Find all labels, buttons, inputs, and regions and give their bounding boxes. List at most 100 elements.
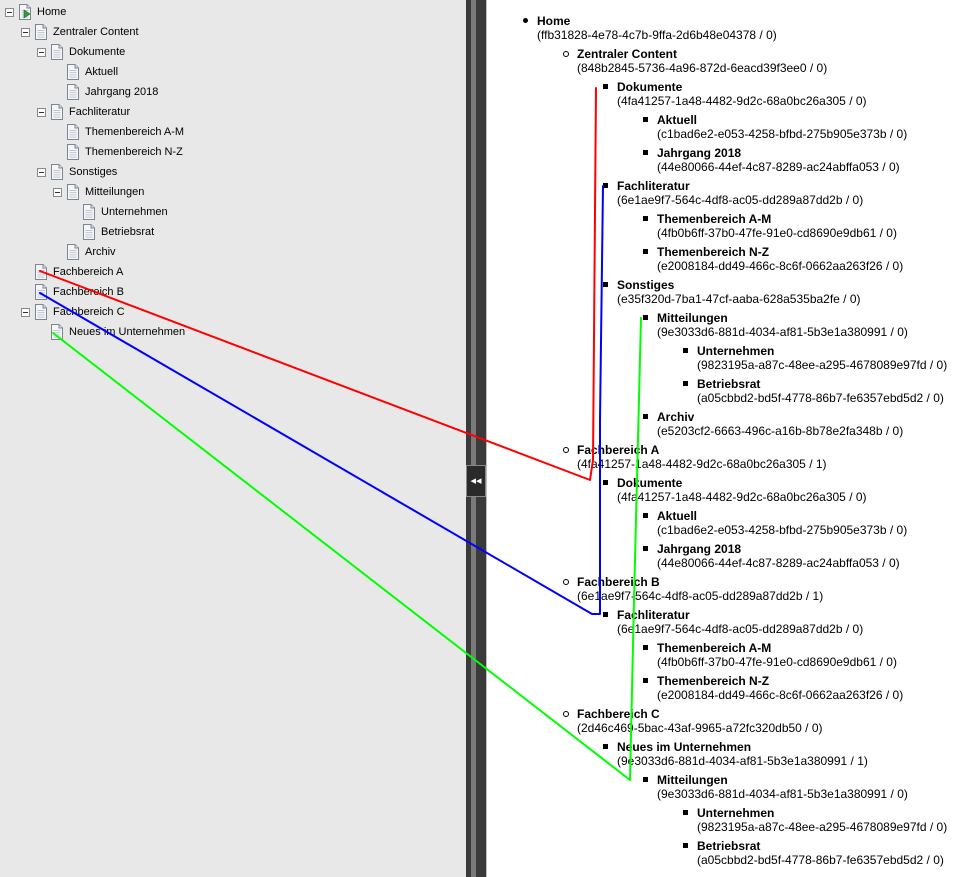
- tree-node-label[interactable]: Zentraler Content: [53, 26, 139, 38]
- page-icon: [51, 324, 63, 340]
- tree-node[interactable]: Home: [0, 2, 460, 22]
- list-bullet: [643, 678, 648, 683]
- list-item-title: Themenbereich N-Z: [657, 674, 770, 688]
- tree-node[interactable]: Unternehmen: [0, 202, 460, 222]
- tree-node-label[interactable]: Unternehmen: [101, 206, 168, 218]
- list-item-id: (44e80066-44ef-4c87-8289-ac24abffa053 / …: [657, 556, 900, 570]
- list-item-id: (a05cbbd2-bd5f-4778-86b7-fe6357ebd5d2 / …: [697, 853, 944, 867]
- list-item-title: Dokumente: [617, 80, 683, 94]
- tree-node[interactable]: Betriebsrat: [0, 222, 460, 242]
- page-icon: [35, 284, 47, 300]
- collapse-toggle-icon[interactable]: [37, 108, 46, 117]
- tree-node-label[interactable]: Home: [37, 6, 67, 18]
- collapse-toggle-icon[interactable]: [37, 168, 46, 177]
- list-bullet: [603, 84, 608, 89]
- tree-node[interactable]: Mitteilungen: [0, 182, 460, 202]
- tree-node[interactable]: Dokumente: [0, 42, 460, 62]
- list-bullet: [603, 282, 608, 287]
- page-icon: [51, 104, 63, 120]
- list-item-id: (a05cbbd2-bd5f-4778-86b7-fe6357ebd5d2 / …: [697, 391, 944, 405]
- list-item-title: Dokumente: [617, 476, 683, 490]
- tree-node-label[interactable]: Fachbereich C: [53, 306, 125, 318]
- list-item-title: Sonstiges: [617, 278, 675, 292]
- list-bullet: [643, 645, 648, 650]
- tree-node-label[interactable]: Aktuell: [85, 66, 119, 78]
- collapse-toggle-icon[interactable]: [37, 48, 46, 57]
- list-bullet: [523, 18, 528, 23]
- tree-node-label[interactable]: Themenbereich A-M: [85, 126, 185, 138]
- list-item-title: Mitteilungen: [657, 311, 728, 325]
- list-item-title: Aktuell: [657, 509, 698, 523]
- tree-node[interactable]: Fachbereich B: [0, 282, 460, 302]
- list-bullet: [683, 381, 688, 386]
- page-icon: [35, 304, 47, 320]
- tree-node[interactable]: Themenbereich N-Z: [0, 142, 460, 162]
- tree-node[interactable]: Archiv: [0, 242, 460, 262]
- tree-node-label[interactable]: Archiv: [85, 246, 116, 258]
- collapse-toggle-icon[interactable]: [21, 308, 30, 317]
- tree-node-label[interactable]: Betriebsrat: [101, 226, 155, 238]
- tree-node[interactable]: Zentraler Content: [0, 22, 460, 42]
- list-item-title: Betriebsrat: [697, 839, 761, 853]
- list-bullet: [563, 51, 569, 57]
- collapse-toggle-icon[interactable]: [53, 188, 62, 197]
- list-bullet: [643, 513, 648, 518]
- page-icon: [83, 204, 95, 220]
- tree-node[interactable]: Neues im Unternehmen: [0, 322, 460, 342]
- list-item-id: (4fb0b6ff-37b0-47fe-91e0-cd8690e9db61 / …: [657, 655, 897, 669]
- tree-node-label[interactable]: Mitteilungen: [85, 186, 145, 198]
- list-item-id: (848b2845-5736-4a96-872d-6eacd39f3ee0 / …: [577, 61, 828, 75]
- list-bullet: [643, 315, 648, 320]
- list-item-title: Archiv: [657, 410, 695, 424]
- tree-node[interactable]: Aktuell: [0, 62, 460, 82]
- list-bullet: [643, 414, 648, 419]
- page-icon: [83, 224, 95, 240]
- splitter-grip[interactable]: [471, 0, 476, 877]
- list-bullet: [563, 579, 569, 585]
- list-bullet: [643, 546, 648, 551]
- tree-node-label[interactable]: Fachbereich A: [53, 266, 124, 278]
- collapse-panel-button[interactable]: ◂◂: [466, 465, 486, 497]
- page-arrow-icon: [19, 4, 31, 20]
- tree-node-label[interactable]: Fachbereich B: [53, 286, 124, 298]
- list-bullet: [603, 183, 608, 188]
- list-item-id: (4fa41257-1a48-4482-9d2c-68a0bc26a305 / …: [577, 457, 827, 471]
- page-icon: [67, 244, 79, 260]
- panel-splitter[interactable]: [466, 0, 486, 877]
- page-icon: [67, 124, 79, 140]
- collapse-toggle-icon[interactable]: [5, 8, 14, 17]
- list-bullet: [643, 777, 648, 782]
- tree-node-label[interactable]: Jahrgang 2018: [85, 86, 159, 98]
- list-item-title: Fachliteratur: [617, 608, 690, 622]
- tree-node[interactable]: Sonstiges: [0, 162, 460, 182]
- page-icon: [67, 84, 79, 100]
- tree-node[interactable]: Themenbereich A-M: [0, 122, 460, 142]
- list-item-id: (4fa41257-1a48-4482-9d2c-68a0bc26a305 / …: [617, 94, 867, 108]
- tree-node[interactable]: Fachbereich A: [0, 262, 460, 282]
- list-item-id: (4fb0b6ff-37b0-47fe-91e0-cd8690e9db61 / …: [657, 226, 897, 240]
- list-item-id: (c1bad6e2-e053-4258-bfbd-275b905e373b / …: [657, 127, 908, 141]
- tree-node-label[interactable]: Fachliteratur: [69, 106, 131, 118]
- tree-node[interactable]: Jahrgang 2018: [0, 82, 460, 102]
- list-item-title: Themenbereich N-Z: [657, 245, 770, 259]
- list-bullet: [643, 249, 648, 254]
- list-bullet: [563, 711, 569, 717]
- list-item-id: (9e3033d6-881d-4034-af81-5b3e1a380991 / …: [657, 325, 908, 339]
- tree-node[interactable]: Fachbereich C: [0, 302, 460, 322]
- tree-node-label[interactable]: Themenbereich N-Z: [85, 146, 183, 158]
- tree-node-label[interactable]: Sonstiges: [69, 166, 118, 178]
- collapse-toggle-icon[interactable]: [21, 28, 30, 37]
- tree-node-label[interactable]: Neues im Unternehmen: [69, 326, 186, 338]
- page-icon: [67, 144, 79, 160]
- list-item-id: (e35f320d-7ba1-47cf-aaba-628a535ba2fe / …: [617, 292, 861, 306]
- list-item-id: (2d46c469-5bac-43af-9965-a72fc320db50 / …: [577, 721, 823, 735]
- page-icon: [67, 184, 79, 200]
- list-bullet: [683, 810, 688, 815]
- page-icon: [35, 24, 47, 40]
- list-item-id: (e2008184-dd49-466c-8c6f-0662aa263f26 / …: [657, 259, 904, 273]
- list-item-title: Fachbereich C: [577, 707, 660, 721]
- list-item-title: Aktuell: [657, 113, 698, 127]
- tree-node-label[interactable]: Dokumente: [69, 46, 126, 58]
- tree-node[interactable]: Fachliteratur: [0, 102, 460, 122]
